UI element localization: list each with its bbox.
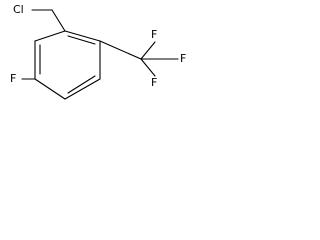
bond-cf3-to-f-bottom — [140, 58, 156, 77]
ring-double-bond-c3-c4 — [67, 75, 96, 94]
ring-bond-c1-c2 — [64, 30, 101, 42]
structure-diagram: Cl F F F F — [0, 0, 220, 126]
bond-ring-to-cf3 — [99, 40, 142, 60]
cf3-fluorine-right-label: F — [180, 52, 186, 65]
molecule-drawing: Cl F F F F — [10, 3, 186, 100]
ring-bond-c6-c1 — [34, 30, 66, 42]
cf3-fluorine-bottom-label: F — [151, 76, 157, 89]
cf3-fluorine-top-label: F — [151, 28, 157, 41]
ring-fluorine-label: F — [10, 72, 16, 85]
ring-double-bond-c1-c2 — [67, 35, 96, 45]
bond-cf3-to-f-top — [140, 41, 156, 60]
ring-bond-c3-c4 — [64, 78, 101, 100]
bond-ring-to-ch2 — [51, 9, 66, 32]
chlorine-label: Cl — [13, 3, 24, 16]
ring-bond-c4-c5 — [34, 78, 66, 100]
